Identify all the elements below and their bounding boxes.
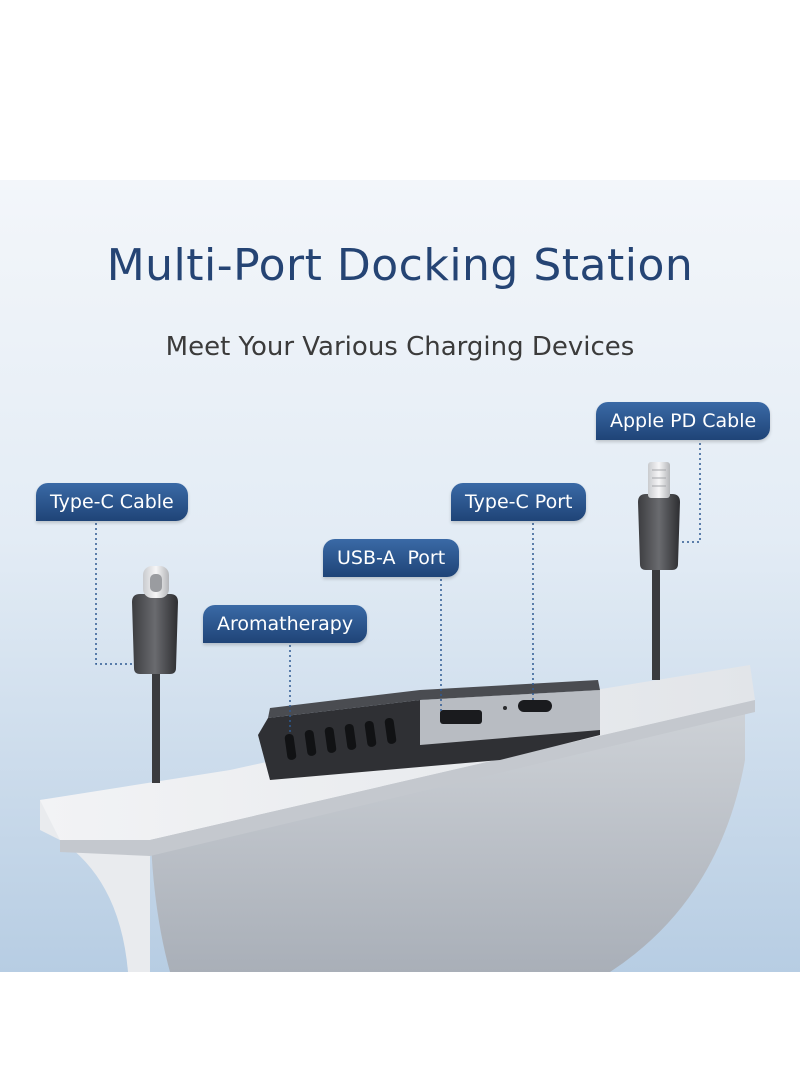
page-subtitle: Meet Your Various Charging Devices <box>165 332 635 362</box>
usb-a-port-slot <box>440 710 482 724</box>
type-c-cable <box>132 566 178 783</box>
usb-a-port-label: USB-A Port <box>323 539 460 577</box>
page-title: Multi-Port Docking Station <box>106 240 694 291</box>
leader-lines <box>95 438 701 734</box>
apple-pd-cable-label: Apple PD Cable <box>596 402 771 440</box>
type-c-port-slot <box>518 700 552 712</box>
aroma-vents <box>284 717 397 760</box>
apple-pd-cable <box>638 462 680 680</box>
dock-body <box>150 700 745 972</box>
type-c-port-label: Type-C Port <box>451 483 587 521</box>
type-c-cable-label: Type-C Cable <box>36 483 188 521</box>
aromatherapy-label: Aromatherapy <box>203 605 368 643</box>
